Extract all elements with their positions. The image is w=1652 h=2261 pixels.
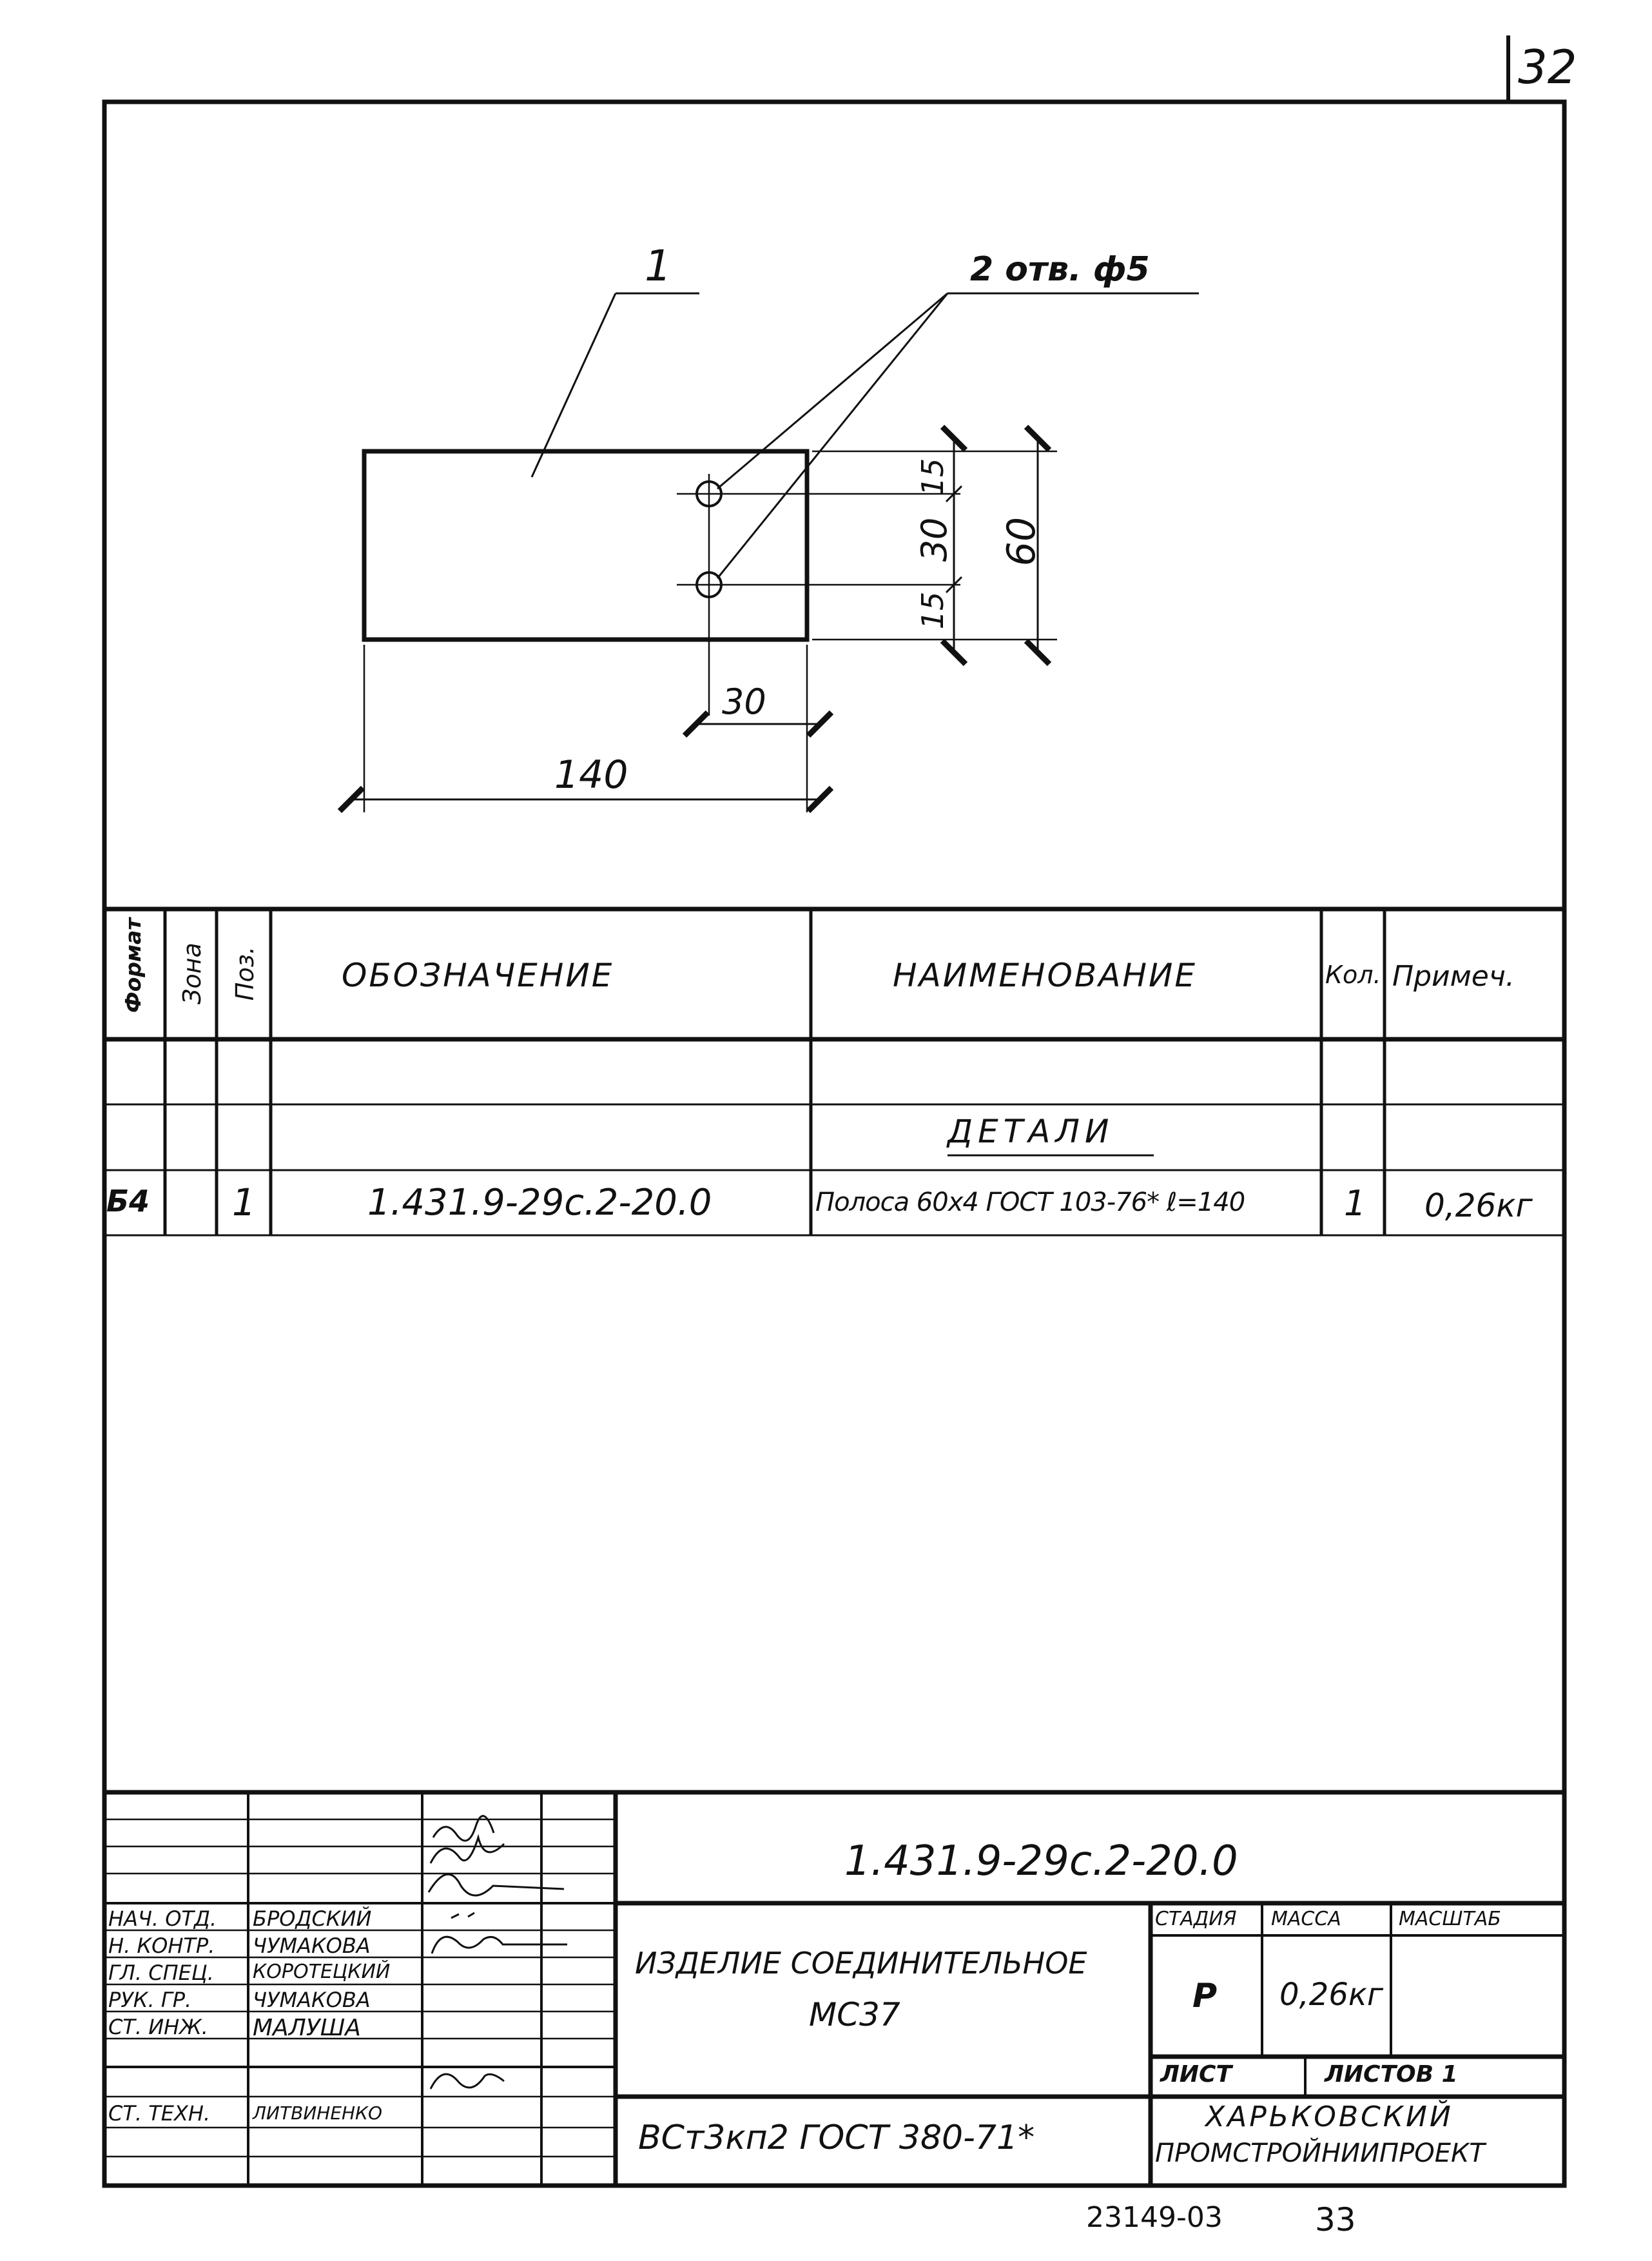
- dim-hole-spacing-value: 30: [914, 517, 955, 562]
- holes-callout: 2 отв. ф5: [970, 250, 1150, 289]
- tb-product-name-2: МС37: [809, 1996, 900, 2033]
- spec-row-designation: 1.431.9-29с.2-20.0: [367, 1182, 712, 1224]
- tb-stage-value: Р: [1192, 1977, 1218, 2015]
- tb-stage-label: Стадия: [1155, 1908, 1237, 1930]
- spec-row-name: Полоса 60х4 ГОСТ 103-76* ℓ=140: [815, 1188, 1245, 1217]
- sheet-number: 32: [1518, 40, 1577, 94]
- tb-name-1: Бродский: [253, 1906, 372, 1931]
- drawing-frame: [102, 99, 1567, 2188]
- tb-org-line2: Промстройниипроект: [1155, 2139, 1485, 2168]
- tb-name-2: Чумакова: [253, 1933, 371, 1958]
- dim-edge-bottom-value: 15: [915, 591, 950, 630]
- tb-material: ВСт3кп2 ГОСТ 380-71*: [638, 2119, 1035, 2157]
- tb-sheet-label: Лист: [1160, 2061, 1232, 2088]
- tb-org-line1: Харьковский: [1205, 2100, 1453, 2133]
- dim-overall-height-value: 60: [999, 516, 1044, 567]
- part-leader: [530, 293, 617, 478]
- tb-role-1: Нач. отд.: [108, 1906, 217, 1931]
- tb-scale-label: Масштаб: [1399, 1908, 1501, 1930]
- page-number: 33: [1315, 2201, 1356, 2238]
- tb-role-7: Ст. техн.: [108, 2101, 211, 2126]
- dim-chain-tick-2: [945, 576, 963, 594]
- tb-name-3: Коротецкий: [253, 1961, 391, 1983]
- signature-6: [429, 2073, 505, 2090]
- signature-5: [431, 1935, 567, 1954]
- dim-hole-offset-value: 30: [722, 681, 766, 722]
- spec-row-qty: 1: [1344, 1183, 1366, 1224]
- spec-header-zone: Зона: [178, 943, 206, 1004]
- signature-3: [427, 1873, 565, 1897]
- strip-outline: [362, 449, 810, 642]
- tb-name-4: Чумакова: [253, 1988, 371, 2012]
- signature-1: [432, 1815, 495, 1842]
- spec-row-pos: 1: [232, 1180, 256, 1224]
- spec-header-note: Примеч.: [1392, 960, 1515, 993]
- holes-leader-1: [717, 292, 948, 490]
- spec-header-designation: Обозначение: [342, 957, 614, 994]
- tb-mass-label: Масса: [1271, 1908, 1341, 1930]
- tb-role-5: Ст. инж.: [108, 2015, 208, 2039]
- tb-name-5: Малуша: [253, 2015, 361, 2041]
- part-label: 1: [645, 241, 672, 291]
- tb-name-7: Литвиненко: [253, 2102, 382, 2124]
- tb-role-4: Рук. гр.: [108, 1988, 192, 2012]
- dim-width-value: 140: [554, 752, 628, 798]
- tb-doc-code: 1.431.9-29с.2-20.0: [844, 1837, 1238, 1885]
- dim-edge-top-value: 15: [915, 458, 950, 496]
- spec-row-note: 0,26кг: [1424, 1187, 1533, 1224]
- tb-product-name-1: Изделие соединительное: [635, 1946, 1087, 1981]
- spec-row-format: Б4: [106, 1184, 150, 1219]
- tb-sheets-label: Листов 1: [1325, 2061, 1458, 2088]
- signature-2: [429, 1834, 505, 1864]
- spec-section-title: Детали: [947, 1113, 1114, 1150]
- spec-header-qty: Кол.: [1325, 961, 1381, 989]
- archive-number: 23149-03: [1086, 2201, 1223, 2234]
- tb-role-2: Н. контр.: [108, 1933, 215, 1958]
- tb-role-3: Гл. спец.: [108, 1961, 214, 1985]
- spec-header-pos: Поз.: [231, 946, 259, 1001]
- tb-mass-value: 0,26кг: [1279, 1977, 1384, 2013]
- spec-header-name: Наименование: [893, 957, 1197, 994]
- holes-leader-2: [716, 293, 949, 579]
- dim-chain-tick-1: [945, 485, 963, 503]
- spec-header-format: Формат: [121, 917, 146, 1013]
- signature-4: [451, 1912, 475, 1919]
